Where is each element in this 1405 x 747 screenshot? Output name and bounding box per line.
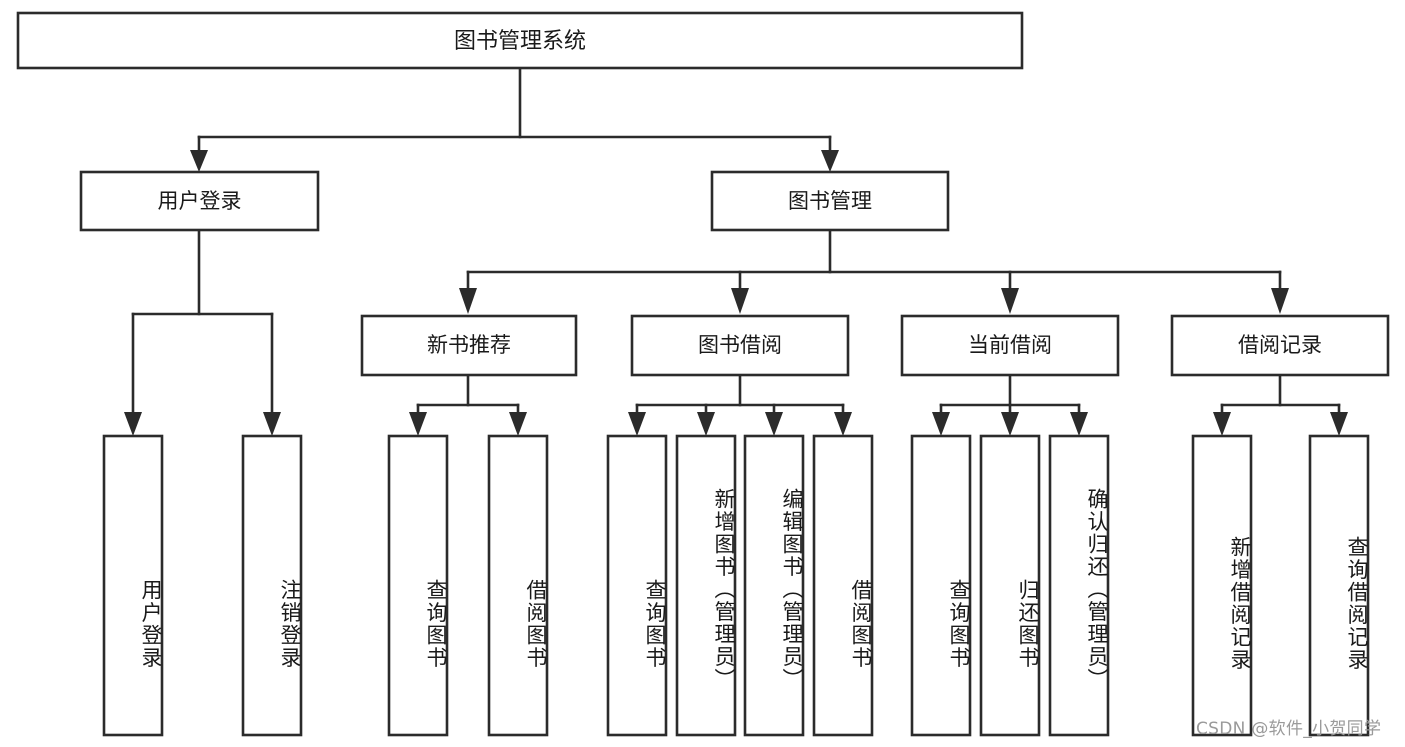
node-book-management[interactable]	[710, 170, 950, 232]
leaf-current-confirm-return-admin[interactable]	[1048, 434, 1110, 737]
connector-newbook-to-leaves	[409, 373, 527, 436]
leaf-newbook-query-book[interactable]	[387, 434, 449, 737]
leaf-current-query-book[interactable]	[910, 434, 972, 737]
connector-bookmgmt-to-level2	[459, 228, 1289, 314]
csdn-watermark: CSDN @软件_小贺同学	[1196, 719, 1382, 739]
leaf-record-query-borrow-record[interactable]	[1308, 434, 1370, 737]
leaf-borrow-add-book-admin[interactable]	[675, 434, 737, 737]
leaf-user-login[interactable]	[102, 434, 164, 737]
node-new-book-recommend[interactable]	[360, 314, 578, 377]
node-book-management-label: 图书管理	[788, 189, 872, 213]
connector-currentborrow-to-leaves	[932, 373, 1088, 436]
node-user-login[interactable]	[79, 170, 320, 232]
leaf-borrow-edit-book-admin[interactable]	[743, 434, 805, 737]
node-current-borrow-label: 当前借阅	[968, 333, 1052, 357]
leaf-logout-login[interactable]	[241, 434, 303, 737]
leaf-borrow-query-book[interactable]	[606, 434, 668, 737]
node-current-borrow[interactable]	[900, 314, 1120, 377]
leaf-record-add-borrow-record[interactable]	[1191, 434, 1253, 737]
node-user-login-label: 用户登录	[158, 189, 242, 213]
connector-bookborrow-to-leaves	[628, 373, 852, 436]
node-root-book-management-system[interactable]	[16, 11, 1024, 70]
node-book-borrow[interactable]	[630, 314, 850, 377]
node-book-borrow-label: 图书借阅	[698, 333, 782, 357]
connector-userlogin-to-leaves	[124, 228, 281, 436]
leaf-newbook-borrow-book[interactable]	[487, 434, 549, 737]
connector-root-to-level1	[190, 66, 839, 172]
leaf-borrow-borrow-book[interactable]	[812, 434, 874, 737]
leaf-current-return-book[interactable]	[979, 434, 1041, 737]
node-borrow-record[interactable]	[1170, 314, 1390, 377]
node-root-label: 图书管理系统	[454, 29, 586, 54]
node-new-book-recommend-label: 新书推荐	[427, 333, 511, 357]
connector-borrowrecord-to-leaves	[1213, 373, 1348, 436]
node-borrow-record-label: 借阅记录	[1238, 333, 1322, 357]
